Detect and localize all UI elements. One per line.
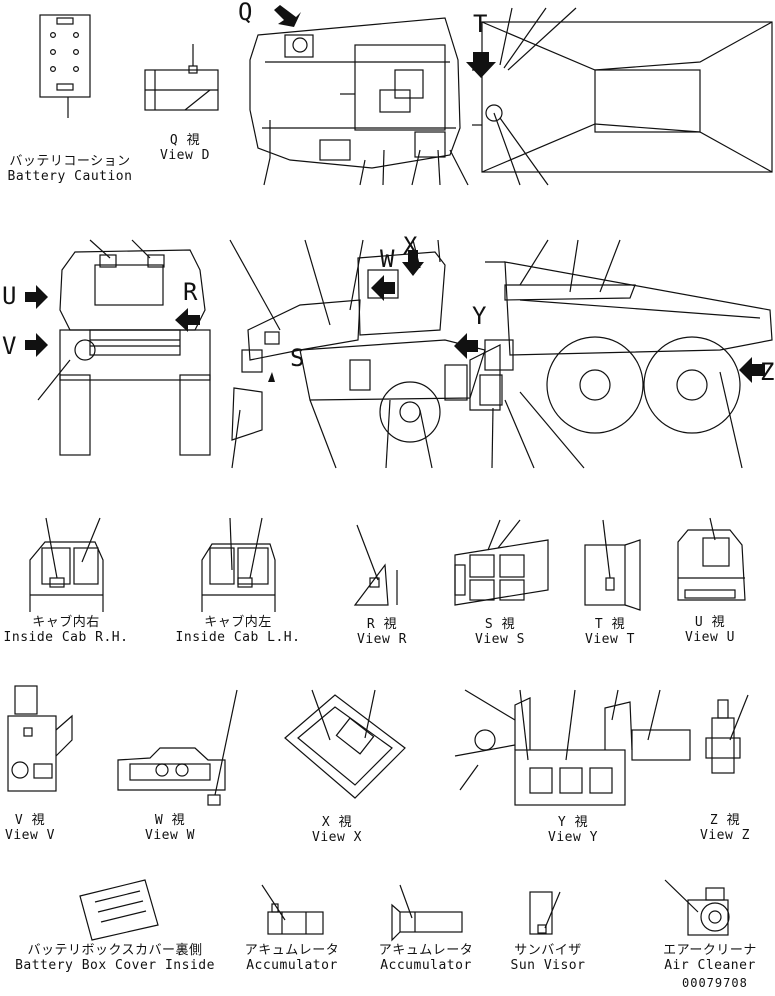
cab-rh-drawing <box>29 517 104 612</box>
caption-view-r: R 視 View R <box>357 617 407 647</box>
cab-lh-drawing <box>201 517 276 612</box>
caption-cab-rh: キャブ内右 Inside Cab R.H. <box>4 615 129 645</box>
caption-battery-caution: バッテリコーション Battery Caution <box>8 154 133 184</box>
caption-sun-visor-jp: サンバイザ <box>514 943 582 958</box>
caption-cab-rh-jp: キャブ内右 <box>32 615 100 630</box>
caption-view-t-en: View T <box>585 632 635 647</box>
view-letter-z: Z <box>760 358 775 386</box>
caption-view-u-jp: U 視 <box>694 615 726 630</box>
caption-view-z-en: View Z <box>700 828 750 843</box>
accumulator-1-drawing <box>261 884 324 935</box>
caption-view-y-jp: Y 視 <box>557 815 589 830</box>
caption-view-t-jp: T 視 <box>594 617 626 632</box>
accumulator-2-drawing <box>391 884 463 942</box>
caption-view-u: U 視 View U <box>685 615 735 645</box>
caption-cab-lh-jp: キャブ内左 <box>204 615 272 630</box>
caption-battery-box-en: Battery Box Cover Inside <box>15 958 215 973</box>
caption-view-x-en: View X <box>312 830 362 845</box>
caption-air-cleaner-jp: エアークリーナ <box>663 943 757 958</box>
view-letter-r: R <box>183 278 198 306</box>
view-z-drawing <box>705 694 749 774</box>
caption-view-r-jp: R 視 <box>366 617 398 632</box>
caption-view-w: W 視 View W <box>145 813 195 843</box>
side-view-drawing <box>229 239 773 469</box>
caption-view-x: X 視 View X <box>312 815 362 845</box>
view-letter-w: W <box>380 245 395 273</box>
battery-box-cover-drawing <box>79 879 159 941</box>
caption-view-d: Q 視 View D <box>160 133 210 163</box>
view-r-drawing <box>353 524 398 606</box>
caption-view-w-en: View W <box>145 828 195 843</box>
caption-view-v-jp: V 視 <box>14 813 46 828</box>
caption-view-s-jp: S 視 <box>484 617 516 632</box>
view-letter-v: V <box>2 332 17 360</box>
battery-caution-label-drawing <box>39 14 91 118</box>
caption-view-u-en: View U <box>685 630 735 645</box>
view-d-drawing <box>144 44 219 111</box>
view-y-drawing <box>454 689 691 806</box>
top-view-drawing <box>249 5 773 186</box>
caption-battery-box-jp: バッテリボックスカバー裏側 <box>27 943 203 958</box>
caption-view-d-jp: Q 視 <box>169 133 201 148</box>
view-t-drawing <box>584 519 641 611</box>
view-u-drawing <box>677 517 746 601</box>
view-s-drawing <box>454 519 549 606</box>
caption-battery-caution-jp: バッテリコーション <box>9 154 131 169</box>
caption-view-v-en: View V <box>5 828 55 843</box>
view-v-drawing <box>7 685 73 792</box>
caption-sun-visor: サンバイザ Sun Visor <box>511 943 586 973</box>
air-cleaner-drawing <box>664 879 730 936</box>
caption-view-t: T 視 View T <box>585 617 635 647</box>
caption-view-y-en: View Y <box>548 830 598 845</box>
caption-view-d-en: View D <box>160 148 210 163</box>
caption-battery-caution-en: Battery Caution <box>7 169 133 184</box>
caption-view-r-en: View R <box>357 632 407 647</box>
caption-accumulator-1-en: Accumulator <box>246 958 338 973</box>
view-letter-t: T <box>473 10 488 38</box>
caption-cab-lh: キャブ内左 Inside Cab L.H. <box>176 615 301 645</box>
caption-view-z: Z 視 View Z <box>700 813 750 843</box>
caption-cab-rh-en: Inside Cab R.H. <box>3 630 129 645</box>
view-letter-u: U <box>2 282 17 310</box>
caption-accumulator-2-jp: アキュムレータ <box>378 943 474 958</box>
view-letter-x: X <box>403 232 418 260</box>
caption-accumulator-1-jp: アキュムレータ <box>244 943 340 958</box>
caption-accumulator-1: アキュムレータ Accumulator <box>245 943 340 973</box>
caption-sun-visor-en: Sun Visor <box>510 958 586 973</box>
caption-battery-box: バッテリボックスカバー裏側 Battery Box Cover Inside <box>15 943 215 973</box>
caption-view-s: S 視 View S <box>475 617 525 647</box>
caption-cab-lh-en: Inside Cab L.H. <box>175 630 301 645</box>
caption-accumulator-2-en: Accumulator <box>380 958 472 973</box>
sun-visor-drawing <box>529 891 561 935</box>
caption-air-cleaner-en: Air Cleaner <box>664 958 756 973</box>
front-view-drawing <box>25 239 211 456</box>
caption-view-y: Y 視 View Y <box>548 815 598 845</box>
caption-view-s-en: View S <box>475 632 525 647</box>
view-w-drawing <box>117 689 238 806</box>
caption-view-w-jp: W 視 <box>154 813 186 828</box>
drawing-number: 00079708 <box>682 976 748 990</box>
view-x-drawing <box>284 689 406 799</box>
view-letter-s: S <box>290 344 305 372</box>
caption-view-x-jp: X 視 <box>321 815 353 830</box>
caption-view-z-jp: Z 視 <box>709 813 741 828</box>
caption-accumulator-2: アキュムレータ Accumulator <box>379 943 474 973</box>
view-letter-q: Q <box>238 0 253 26</box>
caption-air-cleaner: エアークリーナ Air Cleaner <box>663 943 757 973</box>
view-letter-y: Y <box>472 302 487 330</box>
caption-view-v: V 視 View V <box>5 813 55 843</box>
